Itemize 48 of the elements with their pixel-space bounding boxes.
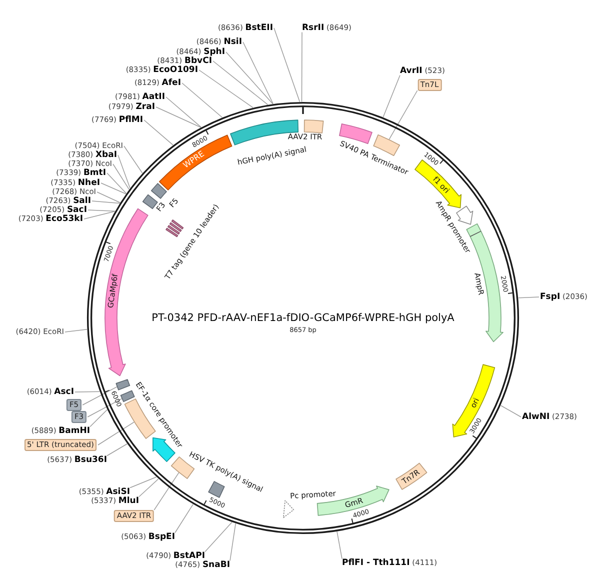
leader-line: [274, 28, 300, 102]
leader-line: [92, 200, 120, 204]
leader-line: [242, 42, 274, 104]
leader-line: [118, 154, 130, 189]
leader-line: [112, 164, 130, 190]
directional-feature: [104, 207, 149, 377]
feature-block: [207, 480, 226, 499]
leader-line: [182, 82, 222, 118]
leader-line: [88, 210, 116, 212]
leader-line: [301, 32, 302, 102]
leader-line: [156, 106, 202, 128]
leader-line: [74, 391, 100, 392]
feature-block: [303, 119, 325, 134]
leader-line: [382, 74, 400, 118]
leader-line: [154, 472, 180, 510]
feature-block: [158, 134, 233, 191]
feature-block: [115, 378, 131, 391]
leader-line: [100, 182, 126, 194]
leader-line: [98, 422, 134, 446]
leader-line: [230, 523, 236, 562]
leader-line: [138, 478, 159, 498]
leader-line: [388, 90, 418, 140]
leader-line: [84, 211, 116, 220]
leader-line: [106, 444, 128, 456]
leader-line: [226, 52, 274, 104]
leader-line: [204, 522, 232, 552]
leader-line: [87, 398, 122, 418]
striped-feature: [164, 218, 185, 238]
leader-line: [90, 409, 108, 428]
feature-block: [395, 462, 428, 491]
leader-line: [82, 386, 118, 406]
leader-line: [212, 60, 268, 105]
leader-line: [64, 329, 88, 332]
leader-line: [500, 405, 522, 418]
feature-block: [150, 182, 168, 200]
map-title: PT-0342 PFD-rAAV-nEF1a-fDIO-GCaMP6f-WPRE-hGH polyA: [152, 312, 454, 324]
leader-line: [166, 96, 202, 128]
leader-line: [336, 531, 342, 560]
leader-line: [518, 296, 540, 298]
leader-line: [174, 504, 194, 534]
leader-line: [144, 120, 174, 146]
directional-feature: [282, 499, 295, 519]
leader-line: [198, 70, 254, 108]
directional-feature: [451, 363, 496, 438]
leader-line: [124, 146, 143, 174]
leader-line: [106, 172, 127, 194]
leader-line: [130, 476, 157, 488]
leader-line: [96, 192, 120, 203]
